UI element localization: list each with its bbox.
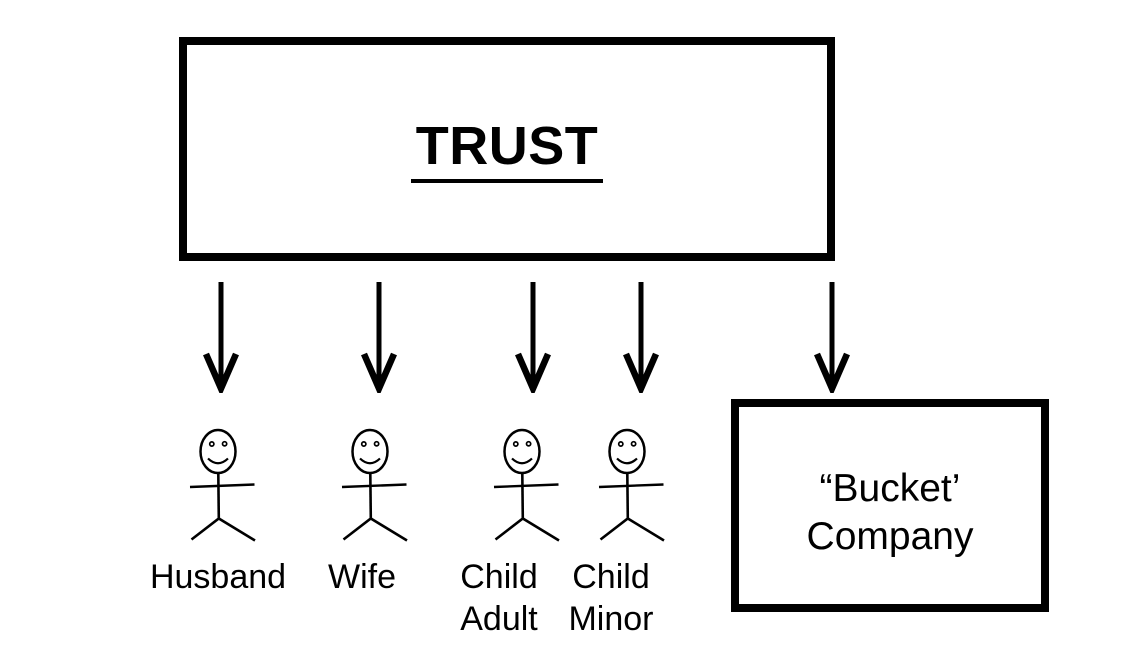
arrow-down-icon — [361, 282, 397, 393]
arrow-down-icon — [814, 282, 850, 393]
arrow-down-icon — [203, 282, 239, 393]
trust-box: TRUST — [179, 37, 835, 261]
stick-figure-icon — [341, 428, 408, 542]
label-line: Adult — [460, 600, 538, 638]
stick-figure-icon — [598, 428, 665, 542]
label-line: Wife — [328, 558, 396, 596]
label-line: Child — [572, 558, 650, 596]
label-child-minor: Child Minor — [568, 556, 653, 640]
label-line: Minor — [568, 600, 654, 638]
label-line: Child — [460, 558, 538, 596]
label-wife: Wife — [328, 556, 396, 598]
bucket-company-label-line2: Company — [806, 514, 974, 558]
label-child-adult: Child Adult — [460, 556, 538, 640]
label-line: Husband — [149, 558, 287, 596]
arrow-down-icon — [623, 282, 659, 393]
stick-figure-icon — [493, 428, 560, 542]
arrow-down-icon — [515, 282, 551, 393]
trust-label: TRUST — [410, 115, 604, 183]
bucket-company-box: “Bucket’ Company — [731, 399, 1049, 612]
stick-figure-icon — [189, 428, 256, 542]
bucket-company-label-line1: “Bucket’ — [819, 466, 961, 510]
label-husband: Husband — [150, 556, 286, 598]
